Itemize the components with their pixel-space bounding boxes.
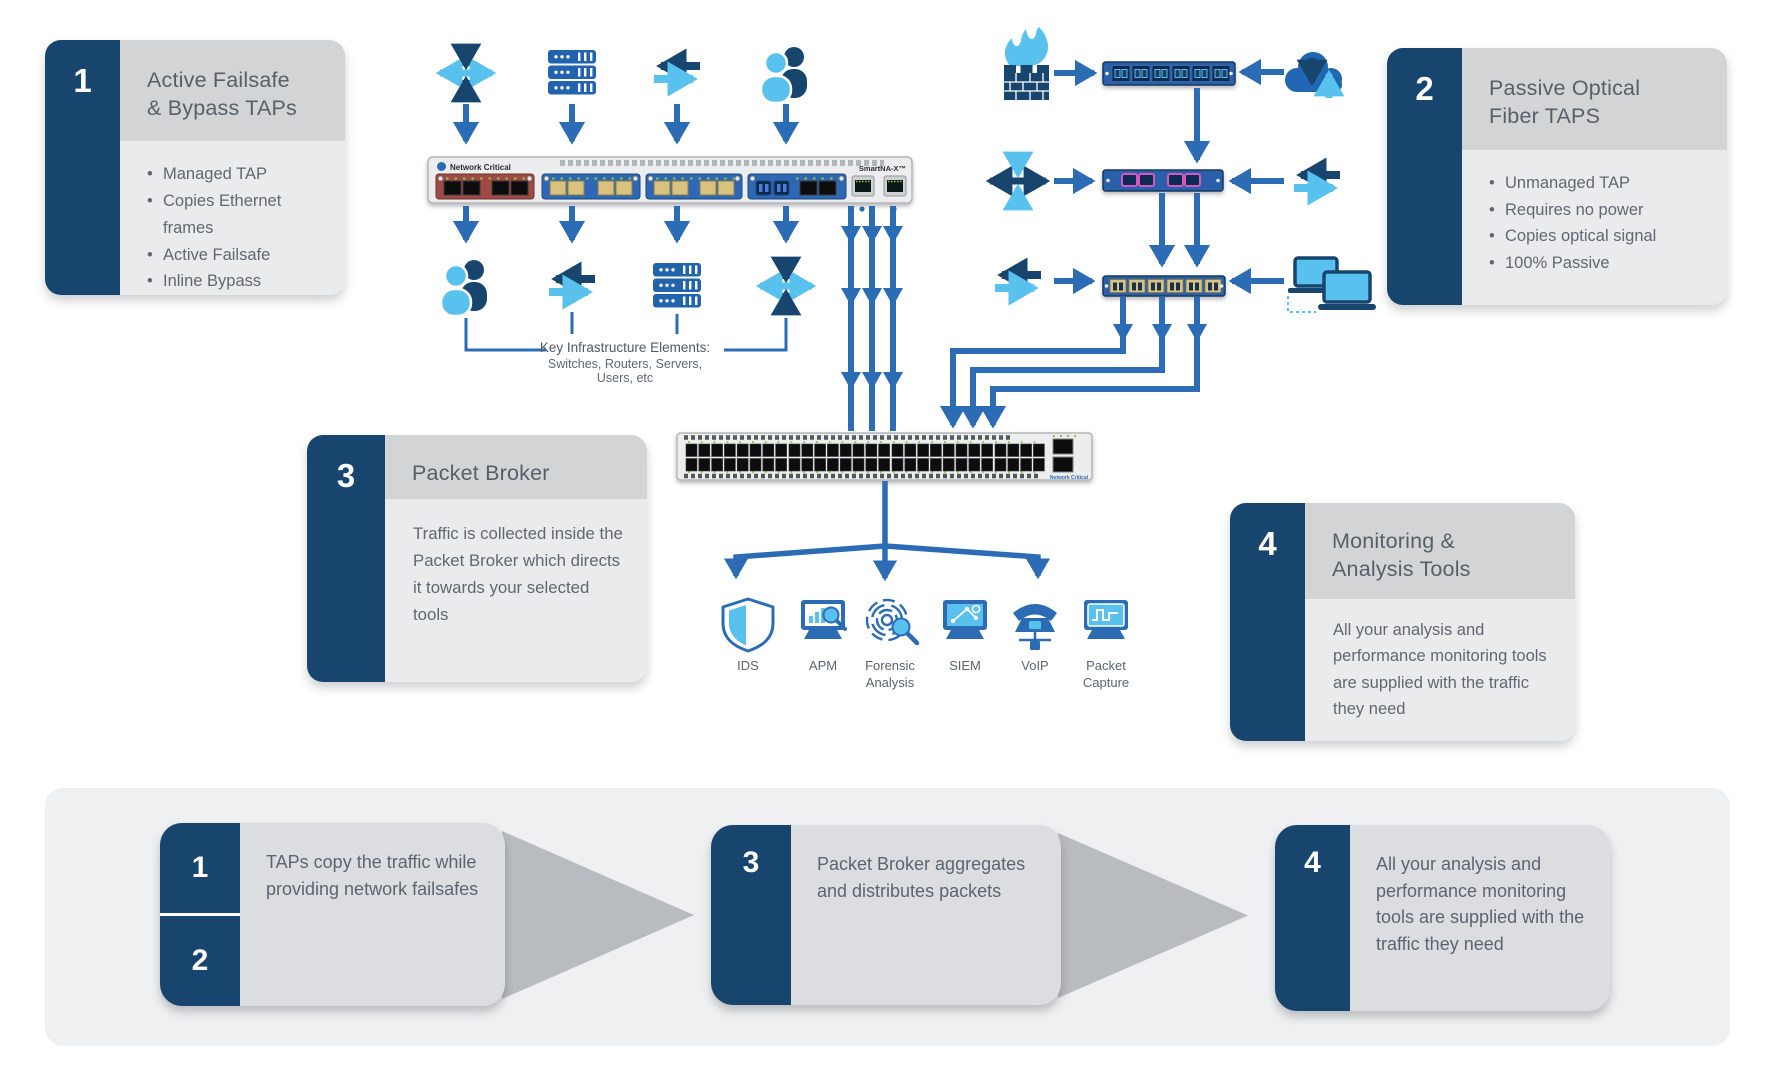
management-ports (851, 175, 907, 197)
tool-label-siem: SIEM (949, 658, 981, 673)
broker-mgmt-port (1052, 438, 1074, 455)
tap-module-blue-3 (747, 173, 847, 200)
brand-logo-icon (437, 162, 446, 171)
smartna-x-tap-chassis: Network Critical SmartNA-X™ (427, 156, 913, 204)
tool-label-voip: VoIP (1021, 658, 1049, 673)
step-text: TAPs copy the traffic while providing ne… (266, 852, 479, 899)
callout-number: 4 (1230, 503, 1305, 741)
tap-module-blue-2 (645, 173, 743, 200)
infra-note-title: Key Infrastructure Elements: (539, 340, 711, 355)
callout-number: 3 (307, 435, 385, 682)
laptops-icon (1287, 256, 1376, 313)
broker-mgmt-port (1052, 456, 1074, 473)
server-rack-icon (548, 50, 596, 95)
callout-body: Traffic is collected inside the Packet B… (385, 499, 647, 682)
callout-title: Active Failsafe & Bypass TAPs (120, 40, 345, 142)
sync-arrows-icon (1294, 157, 1340, 206)
callout-paragraph: Traffic is collected inside the Packet B… (413, 524, 623, 624)
callout-packet-broker: 3 Packet Broker Traffic is collected ins… (307, 435, 647, 682)
callout-title: Monitoring & Analysis Tools (1305, 503, 1575, 599)
broker-brand-label: Network Critical (1050, 475, 1089, 481)
callout-bullet-list: Unmanaged TAP Requires no power Copies o… (1462, 150, 1727, 277)
server-rack-icon (653, 263, 701, 308)
tap-module-red (435, 173, 535, 200)
step-number-band: 3 (711, 825, 791, 1005)
step-number-divider (160, 913, 240, 916)
broker-output-arrows (723, 481, 1051, 582)
voip-phone-icon (1013, 604, 1057, 650)
chassis-model-label: SmartNA-X™ (859, 164, 906, 173)
infra-note-line: Users, etc (596, 371, 654, 385)
callout-title: Packet Broker (385, 435, 647, 499)
sync-arrows-icon (549, 261, 595, 310)
tap-output-arrows (452, 206, 800, 244)
sync-arrows-icon (654, 48, 700, 97)
tap-module-blue-1 (541, 173, 641, 200)
multidirection-arrows-icon (755, 256, 817, 316)
bullet-item: Managed TAP (147, 161, 333, 188)
sync-arrows-icon (995, 257, 1041, 306)
users-icon (439, 260, 487, 318)
callout-bullet-list: Managed TAP Copies Ethernet frames Activ… (120, 141, 345, 295)
step-card-analysis-tools: 4 All your analysis and performance moni… (1275, 825, 1610, 1011)
packet-capture-icon (1084, 600, 1128, 639)
bullet-item: 100% Passive (1489, 250, 1715, 277)
step-number-band: 4 (1275, 825, 1350, 1011)
callout-number: 2 (1387, 48, 1462, 305)
tool-label-ids: IDS (737, 658, 759, 673)
callout-body: All your analysis and performance monito… (1305, 599, 1575, 741)
step-number-band: 1 2 (160, 823, 240, 1006)
optical-tap-2 (1102, 169, 1224, 192)
callout-paragraph: All your analysis and performance monito… (1333, 621, 1547, 719)
bullet-item: Active Failsafe (147, 242, 333, 269)
tap-to-broker-links (939, 297, 1207, 429)
copper-tap-3 (1102, 275, 1226, 297)
bullet-item: Inline Bypass (147, 268, 333, 295)
fingerprint-icon (865, 598, 920, 646)
callout-active-failsafe-taps: 1 Active Failsafe & Bypass TAPs Managed … (45, 40, 345, 295)
chassis-to-broker-links (841, 206, 903, 431)
bullet-item: Requires no power (1489, 197, 1715, 224)
callout-monitoring-tools: 4 Monitoring & Analysis Tools All your a… (1230, 503, 1575, 741)
callout-body: Managed TAP Copies Ethernet frames Activ… (120, 141, 345, 295)
tap-input-arrows (452, 104, 800, 145)
shield-icon (721, 597, 775, 653)
bullet-item: Copies Ethernet frames (147, 188, 333, 241)
packet-broker-chassis: Network Critical (676, 432, 1093, 481)
broker-port-banks (685, 443, 1045, 472)
users-icon (759, 47, 807, 105)
apm-icon (801, 600, 847, 639)
multidirection-arrows-icon (985, 151, 1051, 211)
infrastructure-bracket (464, 312, 788, 352)
chassis-brand-label: Network Critical (450, 163, 511, 172)
multidirection-arrows-icon (435, 43, 497, 103)
step-text: All your analysis and performance monito… (1376, 854, 1585, 954)
bullet-item: Copies optical signal (1489, 223, 1715, 250)
siem-icon (943, 600, 987, 639)
bullet-item: Unmanaged TAP (1489, 170, 1715, 197)
infrastructure-note: Key Infrastructure Elements: Switches, R… (500, 340, 750, 385)
tool-label-apm: APM (808, 658, 838, 673)
callout-title: Passive Optical Fiber TAPS (1462, 48, 1727, 150)
callout-body: Unmanaged TAP Requires no power Copies o… (1462, 150, 1727, 305)
step-text: Packet Broker aggregates and distributes… (817, 854, 1026, 901)
callout-number: 1 (45, 40, 120, 295)
callout-passive-optical-taps: 2 Passive Optical Fiber TAPS Unmanaged T… (1387, 48, 1727, 305)
optical-tap-1 (1102, 61, 1236, 86)
infra-note-line: Switches, Routers, Servers, (547, 357, 703, 371)
cloud-icon (1285, 52, 1345, 98)
step-card-packet-broker: 3 Packet Broker aggregates and distribut… (711, 825, 1061, 1005)
firewall-icon (1004, 27, 1049, 100)
step-card-taps: 1 2 TAPs copy the traffic while providin… (160, 823, 505, 1006)
